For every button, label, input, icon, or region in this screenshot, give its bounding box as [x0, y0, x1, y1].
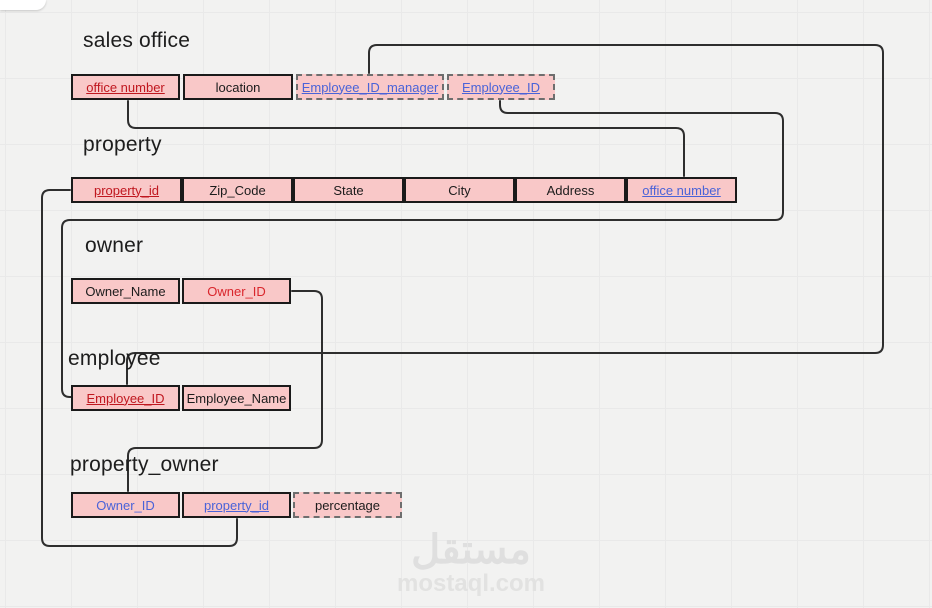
- field-property-zip-code[interactable]: Zip_Code: [182, 177, 293, 203]
- table-title-property[interactable]: property: [83, 133, 162, 156]
- field-property-city[interactable]: City: [404, 177, 515, 203]
- watermark: مستقل mostaql.com: [396, 530, 546, 596]
- watermark-logo: مستقل: [411, 528, 531, 572]
- table-row-property: property_id Zip_Code State City Address …: [71, 177, 737, 203]
- field-owner-owner-id[interactable]: Owner_ID: [182, 278, 291, 304]
- field-employee-employee-name[interactable]: Employee_Name: [182, 385, 291, 411]
- corner-tab: [0, 0, 46, 10]
- table-title-employee[interactable]: employee: [68, 347, 161, 370]
- field-sales-office-location[interactable]: location: [183, 74, 293, 100]
- watermark-domain: mostaql.com: [396, 570, 546, 597]
- field-employee-employee-id[interactable]: Employee_ID: [71, 385, 180, 411]
- field-sales-office-office-number[interactable]: office number: [71, 74, 180, 100]
- table-title-owner[interactable]: owner: [85, 234, 144, 257]
- table-title-sales-office[interactable]: sales office: [83, 29, 191, 52]
- connector-propertyid-to-propertyowner[interactable]: [41, 189, 238, 547]
- connector-manager-to-employee[interactable]: [126, 44, 884, 385]
- field-property-address[interactable]: Address: [515, 177, 626, 203]
- field-property-state[interactable]: State: [293, 177, 404, 203]
- field-sales-office-employee-id-manager[interactable]: Employee_ID_manager: [296, 74, 444, 100]
- field-property-owner-percentage[interactable]: percentage: [293, 492, 402, 518]
- table-row-sales-office: office number location Employee_ID_manag…: [71, 74, 555, 100]
- field-owner-owner-name[interactable]: Owner_Name: [71, 278, 180, 304]
- field-property-property-id[interactable]: property_id: [71, 177, 182, 203]
- table-row-employee: Employee_ID Employee_Name: [71, 385, 291, 411]
- table-title-property-owner[interactable]: property_owner: [70, 453, 219, 476]
- table-row-owner: Owner_Name Owner_ID: [71, 278, 291, 304]
- connector-officenumber-to-property[interactable]: [127, 100, 685, 177]
- connector-employeeid-to-employee[interactable]: [61, 100, 784, 398]
- field-property-office-number[interactable]: office number: [626, 177, 737, 203]
- field-property-owner-property-id[interactable]: property_id: [182, 492, 291, 518]
- table-row-property-owner: Owner_ID property_id percentage: [71, 492, 402, 518]
- field-property-owner-owner-id[interactable]: Owner_ID: [71, 492, 180, 518]
- connector-ownerid-to-propertyowner[interactable]: [127, 290, 323, 492]
- field-sales-office-employee-id[interactable]: Employee_ID: [447, 74, 555, 100]
